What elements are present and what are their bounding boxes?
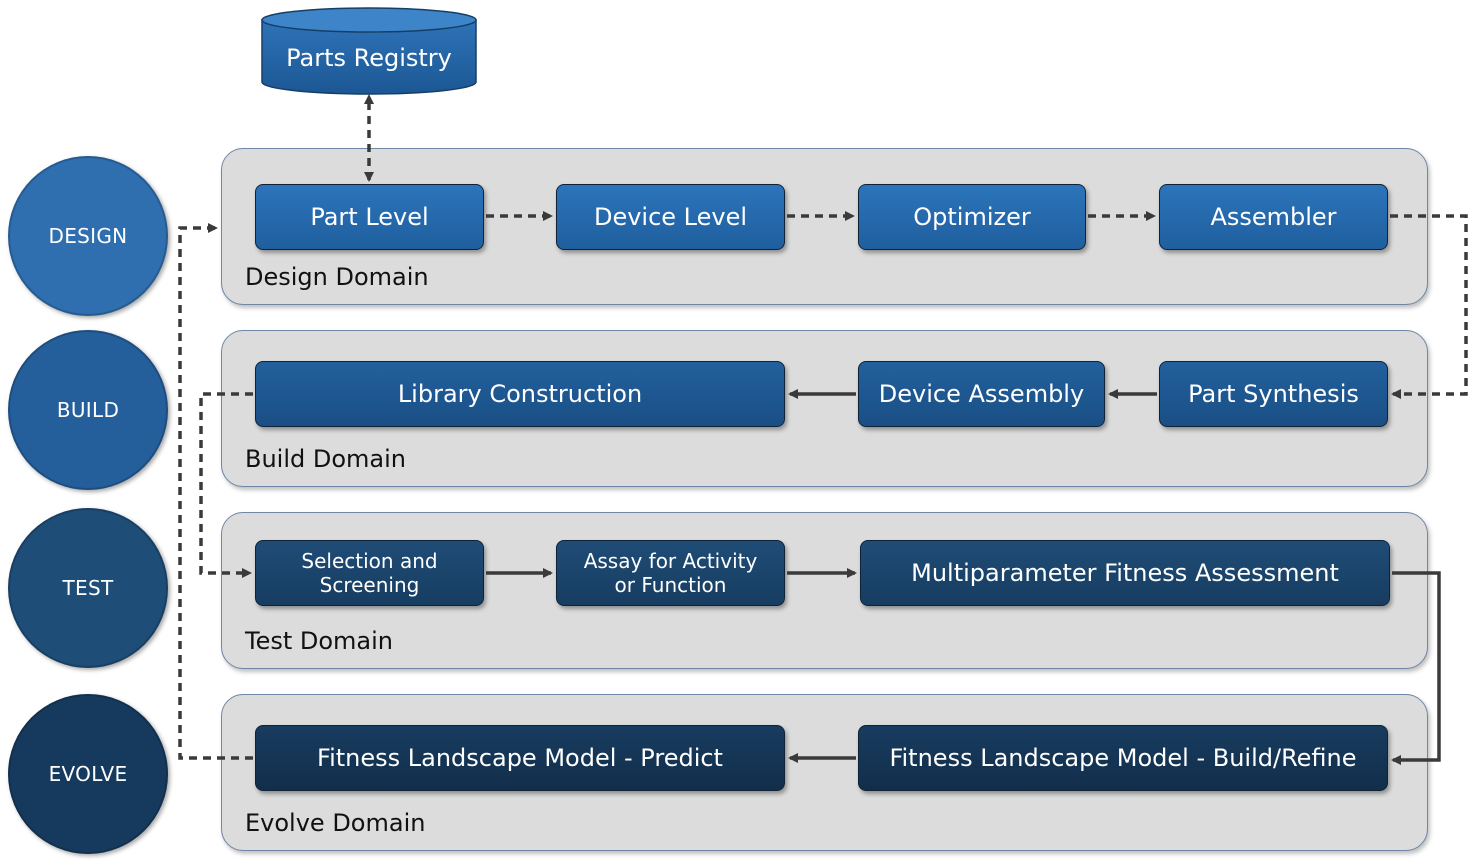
library-to-selection-arrow [199, 392, 253, 578]
predict-to-partlevel-arrow [178, 223, 253, 760]
phase-build-circle: BUILD [8, 330, 168, 490]
phase-design-circle: DESIGN [8, 156, 168, 316]
parts-registry-label: Parts Registry [286, 44, 452, 72]
evolve-domain-label: Evolve Domain [245, 809, 426, 837]
device-assembly-box: Device Assembly [858, 361, 1105, 427]
assembler-to-partsynthesis-arrow [1390, 214, 1468, 399]
device-level-box: Device Level [556, 184, 785, 250]
part-synthesis-box: Part Synthesis [1159, 361, 1388, 427]
phase-evolve-circle: EVOLVE [8, 694, 168, 854]
part-level-box: Part Level [255, 184, 484, 250]
assay-activity-box: Assay for Activity or Function [556, 540, 785, 606]
fitness-to-buildrefine-arrow [1391, 571, 1441, 765]
parts-registry-database: Parts Registry [260, 6, 478, 98]
library-construction-box: Library Construction [255, 361, 785, 427]
design-domain-label: Design Domain [245, 263, 429, 291]
test-domain-label: Test Domain [245, 627, 394, 655]
build-domain-label: Build Domain [245, 445, 407, 473]
fitness-model-predict-box: Fitness Landscape Model - Predict [255, 725, 785, 791]
phase-test-circle: TEST [8, 508, 168, 668]
assembler-box: Assembler [1159, 184, 1388, 250]
optimizer-box: Optimizer [858, 184, 1086, 250]
fitness-model-build-box: Fitness Landscape Model - Build/Refine [858, 725, 1388, 791]
selection-screening-box: Selection and Screening [255, 540, 484, 606]
fitness-assessment-box: Multiparameter Fitness Assessment [860, 540, 1390, 606]
database-cylinder-icon [261, 7, 477, 95]
